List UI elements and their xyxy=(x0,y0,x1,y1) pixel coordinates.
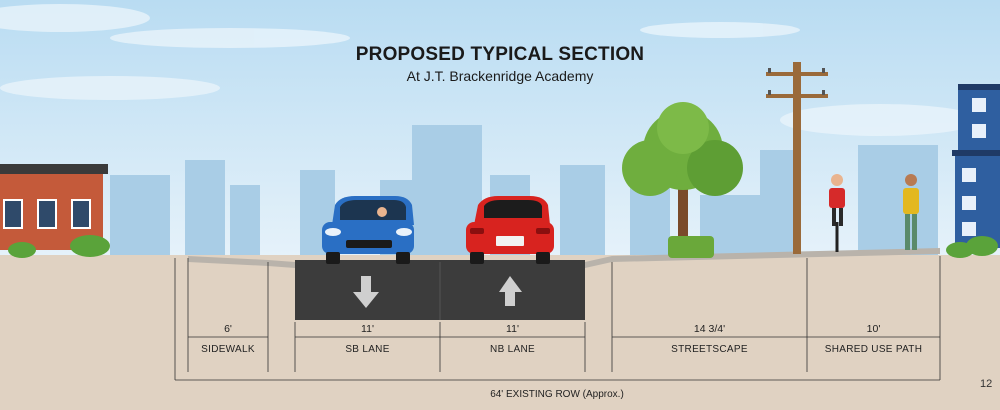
planter-shrub xyxy=(668,236,714,258)
nb-car xyxy=(466,196,554,264)
down-arrow-icon xyxy=(353,276,379,308)
left-shrubs xyxy=(8,235,110,258)
sidewalk-width: 6' xyxy=(224,323,232,335)
shared-use-path-label: SHARED USE PATH xyxy=(824,344,923,355)
up-arrow-icon xyxy=(499,276,522,306)
dimension-lines xyxy=(174,256,941,381)
streetscape-slab xyxy=(585,248,940,268)
sb-lane-width: 11' xyxy=(361,323,374,335)
city-skyline xyxy=(110,125,938,255)
shared-use-path-width: 10' xyxy=(866,323,881,335)
right-shrubs xyxy=(946,236,998,258)
nb-lane-label: NB LANE xyxy=(490,344,535,355)
right-building xyxy=(952,84,1000,248)
sidewalk-label: SIDEWALK xyxy=(201,344,255,355)
nb-lane-width: 11' xyxy=(506,323,519,335)
utility-pole xyxy=(766,62,828,254)
page-number: 12 xyxy=(980,378,993,390)
cyclist xyxy=(829,174,845,252)
left-building xyxy=(0,164,108,250)
section-subtitle: At J.T. Brackenridge Academy xyxy=(406,68,594,84)
section-title: PROPOSED TYPICAL SECTION xyxy=(355,44,645,65)
streetscape-label: STREETSCAPE xyxy=(671,344,748,355)
pedestrian xyxy=(903,174,919,250)
clouds xyxy=(0,4,980,136)
streetscape-width: 14 3/4' xyxy=(693,323,726,335)
sb-car xyxy=(322,196,414,264)
existing-row-label: 64' EXISTING ROW (Approx.) xyxy=(490,389,624,400)
street-tree xyxy=(622,102,743,258)
sb-lane-label: SB LANE xyxy=(345,344,390,355)
